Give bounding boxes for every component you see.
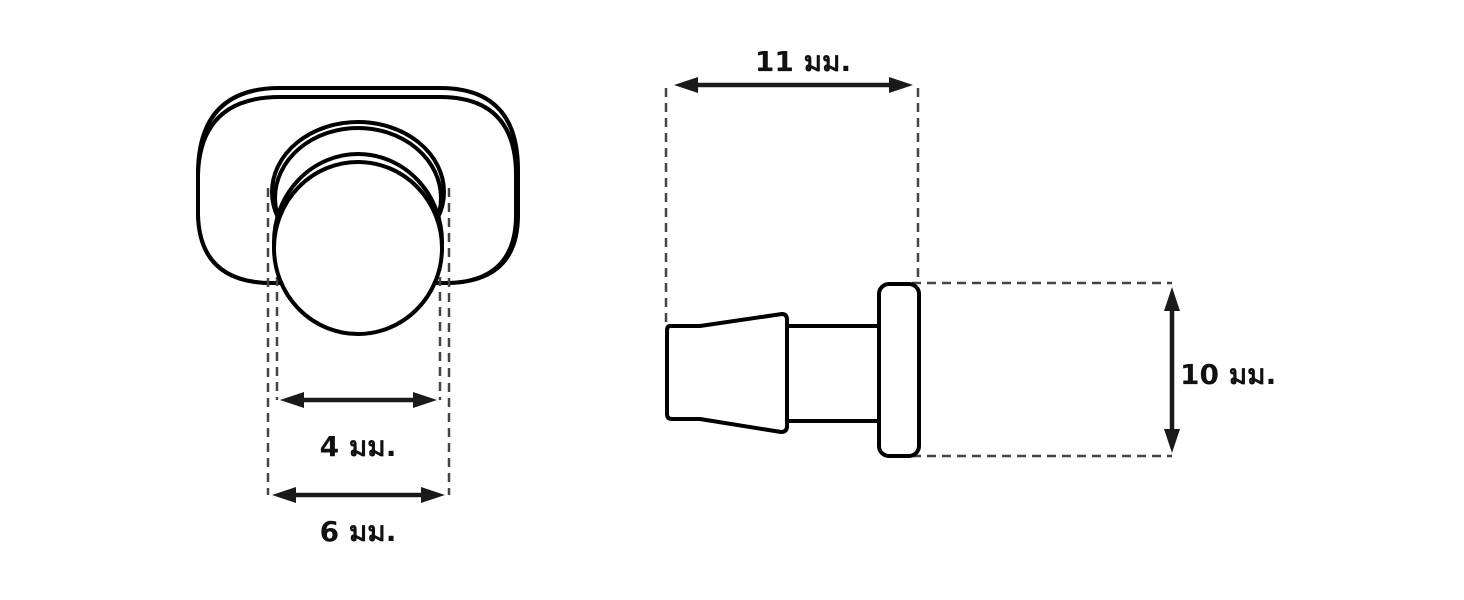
head-height-dimension: 10 มม.: [1164, 287, 1276, 453]
side-view: [664, 88, 1172, 458]
side-tapered-tip: [665, 312, 789, 434]
inner-width-label: 4 มม.: [320, 430, 397, 463]
side-length-dimension: 11 มม.: [674, 45, 913, 93]
inner-width-arrow-left: [280, 392, 304, 408]
knob-face: [272, 160, 444, 336]
head-height-arrow-top: [1164, 287, 1180, 311]
outer-width-label: 6 มม.: [320, 515, 397, 548]
outer-width-arrow-right: [421, 487, 445, 503]
head-height-arrow-bottom: [1164, 429, 1180, 453]
inner-width-dimension: 4 มม.: [280, 392, 437, 463]
head-height-label: 10 มม.: [1180, 358, 1276, 391]
side-head: [877, 282, 921, 458]
inner-width-arrow-right: [413, 392, 437, 408]
side-length-arrow-left: [674, 77, 698, 93]
front-view: [196, 86, 520, 495]
outer-width-arrow-left: [272, 487, 296, 503]
side-shaft: [782, 324, 886, 423]
side-length-label: 11 มม.: [755, 45, 851, 78]
side-length-arrow-right: [889, 77, 913, 93]
outer-width-dimension: 6 มม.: [272, 487, 445, 548]
